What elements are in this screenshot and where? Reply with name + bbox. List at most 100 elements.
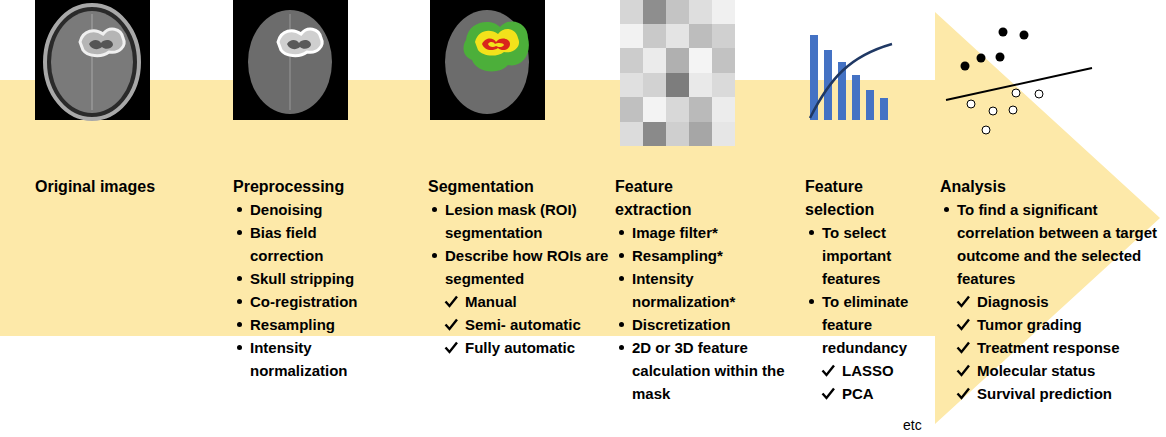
feature-matrix [620, 48, 643, 73]
stage-title: Analysis [940, 175, 1006, 198]
mri-segmented [475, 29, 519, 56]
feature-matrix [689, 122, 712, 146]
bullet-item: To select important features [805, 221, 937, 290]
check-mark [956, 387, 970, 400]
mri-preprocessed [289, 14, 291, 110]
check-mark [956, 364, 970, 377]
stage-title: Original images [35, 175, 155, 198]
bullet-item: Intensity normalization* [615, 267, 787, 313]
mri-preprocessed [233, 0, 348, 120]
check-item: Fully automatic [428, 336, 610, 359]
bullet-item: Discretization [615, 313, 787, 336]
bullet-item: Skull stripping [233, 267, 383, 290]
importance-chart [810, 35, 892, 120]
bullet-item: To eliminate feature redundancy [805, 290, 937, 359]
check-item: Molecular status [940, 359, 1158, 382]
bullet-dot [237, 230, 242, 235]
check-item: Manual [428, 290, 610, 313]
importance-chart [852, 75, 860, 120]
feature-matrix [666, 0, 689, 24]
stage-point: To find a significant correlation betwee… [957, 198, 1158, 290]
check-mark [444, 318, 458, 331]
stage-title: Feature selection [805, 175, 900, 221]
stage-heading: Original images [35, 175, 200, 198]
stage-point: Lesion mask (ROI) segmentation [445, 198, 610, 244]
check-mark [821, 364, 835, 377]
bullet-dot [809, 299, 814, 304]
feature-matrix [712, 97, 735, 122]
importance-chart [866, 90, 874, 120]
mri-original [91, 14, 93, 110]
feature-matrix [643, 24, 666, 48]
mri-preprocessed [278, 29, 322, 56]
check-item: Treatment response [940, 336, 1158, 359]
bullet-item: Bias field correction [233, 221, 383, 267]
scatter-plot [961, 62, 970, 71]
stage-point: Describe how ROIs are segmented [445, 244, 610, 290]
feature-matrix [620, 122, 643, 146]
bullet-dot [619, 276, 624, 281]
mri-preprocessed [287, 40, 311, 49]
bullet-dot [237, 207, 242, 212]
mri-segmented [445, 10, 529, 114]
stage-point: PCA [842, 382, 874, 405]
stage-point: Survival prediction [977, 382, 1112, 405]
scatter-plot [1012, 89, 1020, 97]
stage-point: Diagnosis [977, 290, 1049, 313]
check-mark [958, 366, 970, 376]
mri-original [35, 0, 150, 120]
bullet-dot [237, 322, 242, 327]
scatter-plot [982, 126, 990, 134]
feature-matrix [643, 122, 666, 146]
mri-preprocessed [233, 0, 348, 120]
check-mark [958, 320, 970, 330]
feature-matrix [666, 97, 689, 122]
stage-point: Resampling* [632, 244, 723, 267]
stage-point: Tumor grading [977, 313, 1082, 336]
feature-matrix [689, 97, 712, 122]
stage-point: Treatment response [977, 336, 1120, 359]
check-mark [444, 341, 458, 354]
stage-point: Denoising [250, 198, 323, 221]
feature-matrix [643, 48, 666, 73]
check-item: LASSO [805, 359, 937, 382]
bullet-item: Lesion mask (ROI) segmentation [428, 198, 610, 244]
scatter-plot [946, 68, 1092, 100]
stage-point: Bias field correction [250, 221, 383, 267]
feature-matrix [689, 0, 712, 24]
feature-matrix [666, 122, 689, 146]
bullet-item: Resampling* [615, 244, 787, 267]
check-item: Diagnosis [940, 290, 1158, 313]
check-mark [956, 341, 970, 354]
stage-point: Image filter* [632, 221, 718, 244]
bullet-dot [432, 207, 437, 212]
stage-point: Molecular status [977, 359, 1095, 382]
stage-point: 2D or 3D feature calculation within the … [632, 336, 787, 405]
scatter-plot [1035, 90, 1043, 98]
stage-column: PreprocessingDenoisingBias field correct… [233, 175, 383, 384]
check-mark [446, 297, 458, 307]
check-mark [446, 343, 458, 353]
mri-segmented [464, 21, 529, 71]
bullet-dot [237, 299, 242, 304]
bullet-dot [619, 253, 624, 258]
feature-matrix [712, 0, 735, 24]
stage-point: Co-registration [250, 290, 358, 313]
scatter-plot [999, 28, 1008, 37]
check-mark [956, 295, 970, 308]
stage-heading: Preprocessing [233, 175, 383, 198]
scatter-plot [977, 54, 986, 63]
feature-matrix [620, 0, 735, 146]
bullet-dot [944, 207, 949, 212]
mri-original [80, 29, 124, 56]
mri-segmented [482, 38, 510, 50]
stage-point: To select important features [822, 221, 937, 290]
stage-column: SegmentationLesion mask (ROI) segmentati… [428, 175, 610, 361]
bullet-dot [432, 253, 437, 258]
scatter-plot [1020, 31, 1029, 40]
feature-matrix [712, 73, 735, 97]
stage-heading: Segmentation [428, 175, 610, 198]
stage-point: Manual [465, 290, 517, 313]
check-mark [958, 343, 970, 353]
